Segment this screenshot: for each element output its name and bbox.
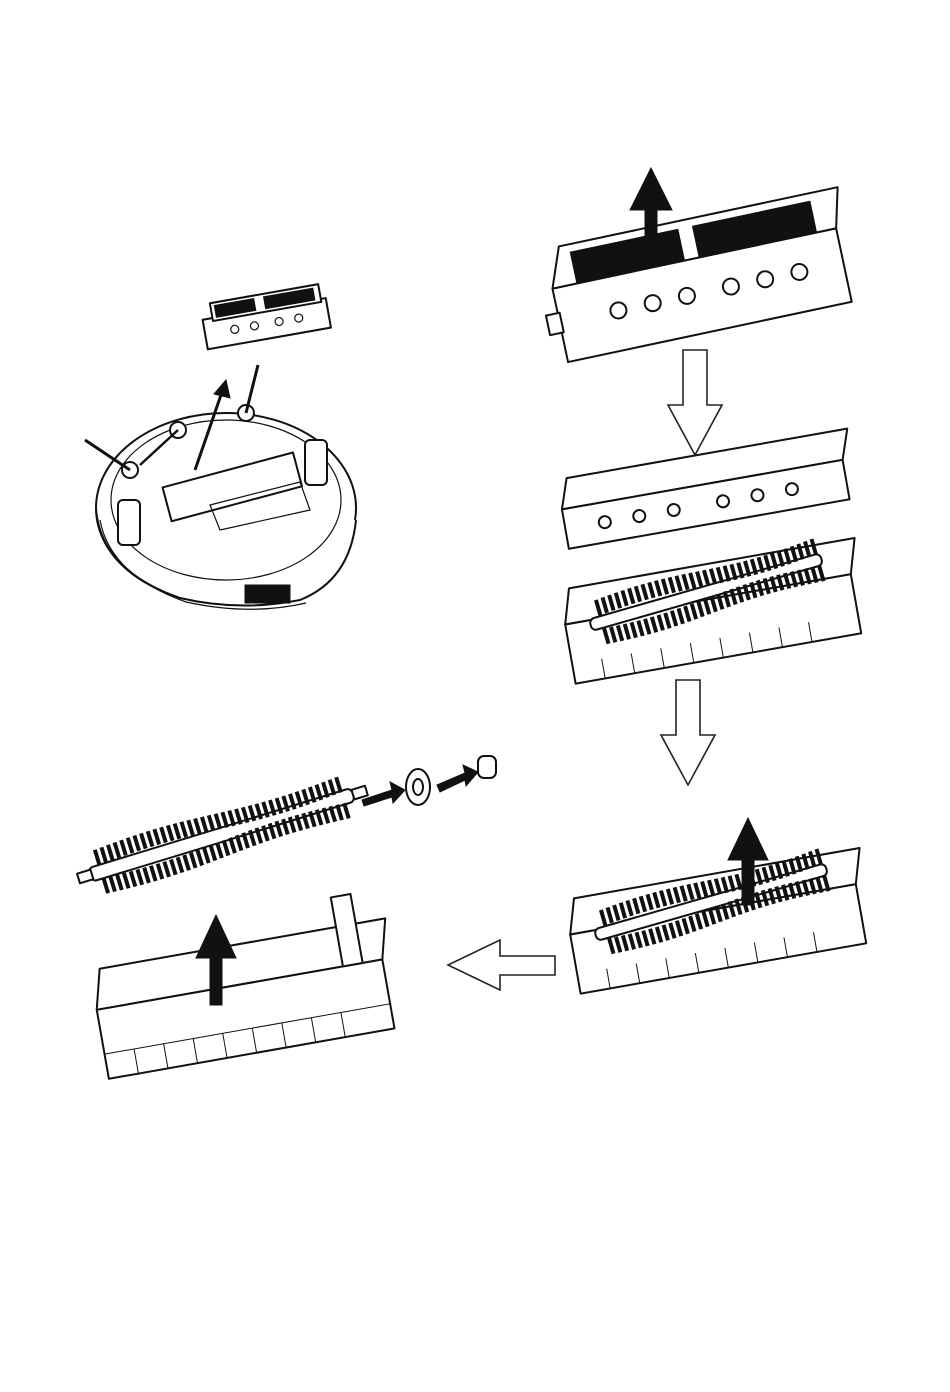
bristle (176, 857, 185, 873)
bristle (200, 816, 209, 832)
bristle (321, 782, 330, 798)
bristle (328, 779, 337, 795)
bristle (126, 837, 135, 853)
bristle (227, 810, 236, 826)
bristle (173, 823, 182, 839)
bristle (329, 806, 338, 822)
bristle (108, 876, 117, 892)
bristle (228, 837, 237, 853)
bristle (193, 818, 202, 834)
bristle (334, 777, 343, 793)
bristle (182, 854, 191, 870)
bristle (99, 847, 108, 863)
bristle (169, 859, 178, 875)
bristle (209, 845, 218, 861)
brush-end-cap-removal-icon (71, 756, 496, 902)
bristle (113, 842, 122, 858)
bristle (207, 815, 216, 831)
bristle (115, 874, 124, 890)
robot-vacuum-underside-icon (85, 283, 356, 609)
bristle (159, 827, 168, 843)
down-arrow-icon (661, 680, 715, 785)
bristle (146, 831, 155, 847)
bristle (221, 812, 230, 828)
down-arrow-icon (668, 350, 722, 455)
bristle (106, 844, 115, 860)
bristle (149, 865, 158, 881)
bristle (132, 835, 141, 851)
bristle (102, 877, 111, 893)
bristle (196, 850, 205, 866)
empty-housing-icon (85, 889, 405, 1079)
bristle (202, 847, 211, 863)
left-arrow-icon (448, 940, 555, 990)
bristle (153, 829, 162, 845)
bristle (129, 871, 138, 887)
bristle (235, 835, 244, 851)
brush-lift-from-housing-icon (562, 818, 876, 994)
bristle (142, 867, 151, 883)
bristle (214, 813, 223, 829)
cover-separated-from-brush-housing-icon (557, 429, 871, 684)
bristle (122, 872, 131, 888)
bristle (215, 842, 224, 858)
bristle (335, 804, 344, 820)
bristle (189, 852, 198, 868)
bristle (156, 863, 165, 879)
bristle (180, 821, 189, 837)
bristle (139, 833, 148, 849)
bristle (222, 840, 231, 856)
brush-cover-lift-icon (532, 168, 861, 365)
bristle (162, 861, 171, 877)
bristle (166, 825, 175, 841)
bristle (136, 869, 145, 885)
bristle (119, 839, 128, 855)
bristle (93, 849, 102, 865)
bristle (342, 803, 351, 819)
bristle (186, 820, 195, 836)
